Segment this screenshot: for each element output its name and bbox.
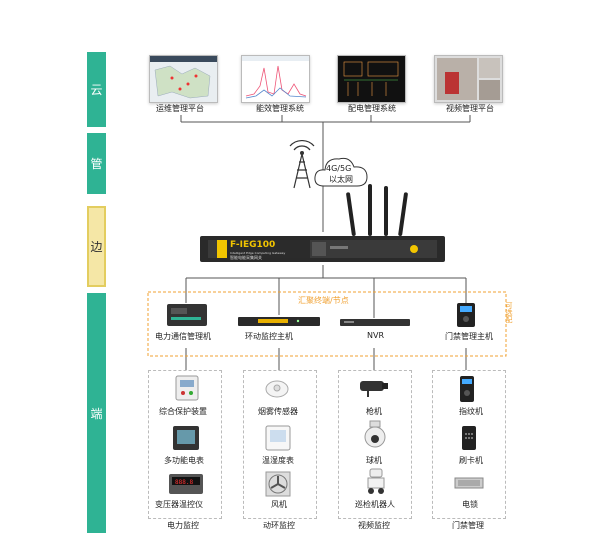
svg-text:888.8: 888.8	[175, 479, 193, 486]
layer-edge: 边	[87, 206, 106, 287]
layer-cloud: 云	[87, 52, 106, 127]
multifunction-meter-icon	[172, 425, 200, 451]
map-icon	[150, 56, 217, 99]
fan-icon	[265, 471, 291, 497]
host-label-access: 门禁管理主机	[445, 332, 493, 341]
layer-pipe: 管	[87, 133, 106, 194]
fingerprint-device-icon	[459, 375, 475, 403]
gateway-logo	[217, 240, 227, 258]
device-label-fan: 风机	[271, 500, 287, 509]
platform-screenshot-ops	[149, 55, 218, 103]
inspection-robot-icon	[364, 467, 388, 495]
host-label-power: 电力通信管理机	[155, 332, 211, 341]
gateway-device	[200, 182, 445, 268]
layer-pipe-label: 管	[90, 157, 103, 171]
layer-end-label: 端	[90, 406, 103, 421]
chart-icon	[242, 56, 309, 99]
smoke-sensor-icon	[265, 377, 289, 399]
power-comm-manager	[165, 302, 209, 328]
protection-device-icon	[174, 375, 200, 401]
network-label-wireless: 4G/5G	[326, 164, 352, 173]
card-reader-icon	[461, 425, 477, 451]
cell-tower-icon	[282, 140, 322, 190]
layer-edge-label: 边	[90, 240, 103, 254]
host-label-nvr: NVR	[367, 331, 385, 340]
group-box-power	[148, 370, 222, 519]
layer-end: 端	[87, 293, 106, 533]
nvr-device	[340, 318, 410, 328]
electric-lock-icon	[454, 476, 484, 490]
platform-screenshot-video	[434, 55, 503, 103]
host-label-environment: 环动监控主机	[245, 332, 293, 341]
gateway-subtitle-en: Intelligent Edge Computing Gateway	[230, 251, 286, 255]
platform-screenshot-distribution	[337, 55, 406, 103]
gateway-subtitle-cn: 智能电能采集网关	[230, 255, 262, 260]
device-label-card: 刷卡机	[459, 456, 483, 465]
gateway-model: F-IEG100	[230, 240, 276, 250]
group-box-access	[432, 370, 506, 519]
device-label-humidity: 温湿度表	[262, 456, 294, 465]
layer-cloud-label: 云	[90, 83, 103, 97]
group-label-video: 视频监控	[358, 521, 390, 530]
device-label-fingerprint: 指纹机	[459, 407, 483, 416]
group-box-video	[338, 370, 412, 519]
platform-screenshot-energy	[241, 55, 310, 103]
group-label-access: 门禁管理	[452, 521, 484, 530]
dome-camera-icon	[362, 420, 388, 450]
device-label-lock: 电锁	[462, 500, 478, 509]
humidity-meter-icon	[265, 425, 291, 451]
device-label-robot: 巡检机器人	[355, 500, 395, 509]
platform-label-video: 视频管理平台	[446, 104, 494, 113]
device-label-dome: 球机	[366, 456, 382, 465]
platform-label-distribution: 配电管理系统	[348, 104, 396, 113]
wiring-icon	[343, 61, 399, 96]
group-box-environment	[243, 370, 317, 519]
group-label-environment: 动环监控	[263, 521, 295, 530]
device-label-protection: 综合保护装置	[159, 407, 207, 416]
device-label-meter: 多功能电表	[164, 456, 204, 465]
cloud-icon	[312, 152, 370, 190]
bullet-camera-icon	[358, 377, 390, 399]
access-control-host	[456, 302, 476, 328]
platform-label-ops: 运维管理平台	[156, 104, 204, 113]
video-icon	[437, 58, 500, 100]
environment-monitor-host	[238, 315, 320, 327]
platform-label-energy: 能效管理系统	[256, 104, 304, 113]
aggregation-optional: 可选配	[505, 302, 513, 323]
transformer-temp-controller-icon: 888.8	[168, 473, 204, 495]
group-label-power: 电力监控	[167, 521, 199, 530]
network-label-ethernet: 以太网	[329, 175, 353, 184]
device-label-smoke: 烟雾传感器	[258, 407, 298, 416]
aggregation-title: 汇聚终端/节点	[298, 296, 349, 305]
device-label-temp-controller: 变压器温控仪	[155, 500, 203, 509]
device-label-bullet: 枪机	[366, 407, 382, 416]
